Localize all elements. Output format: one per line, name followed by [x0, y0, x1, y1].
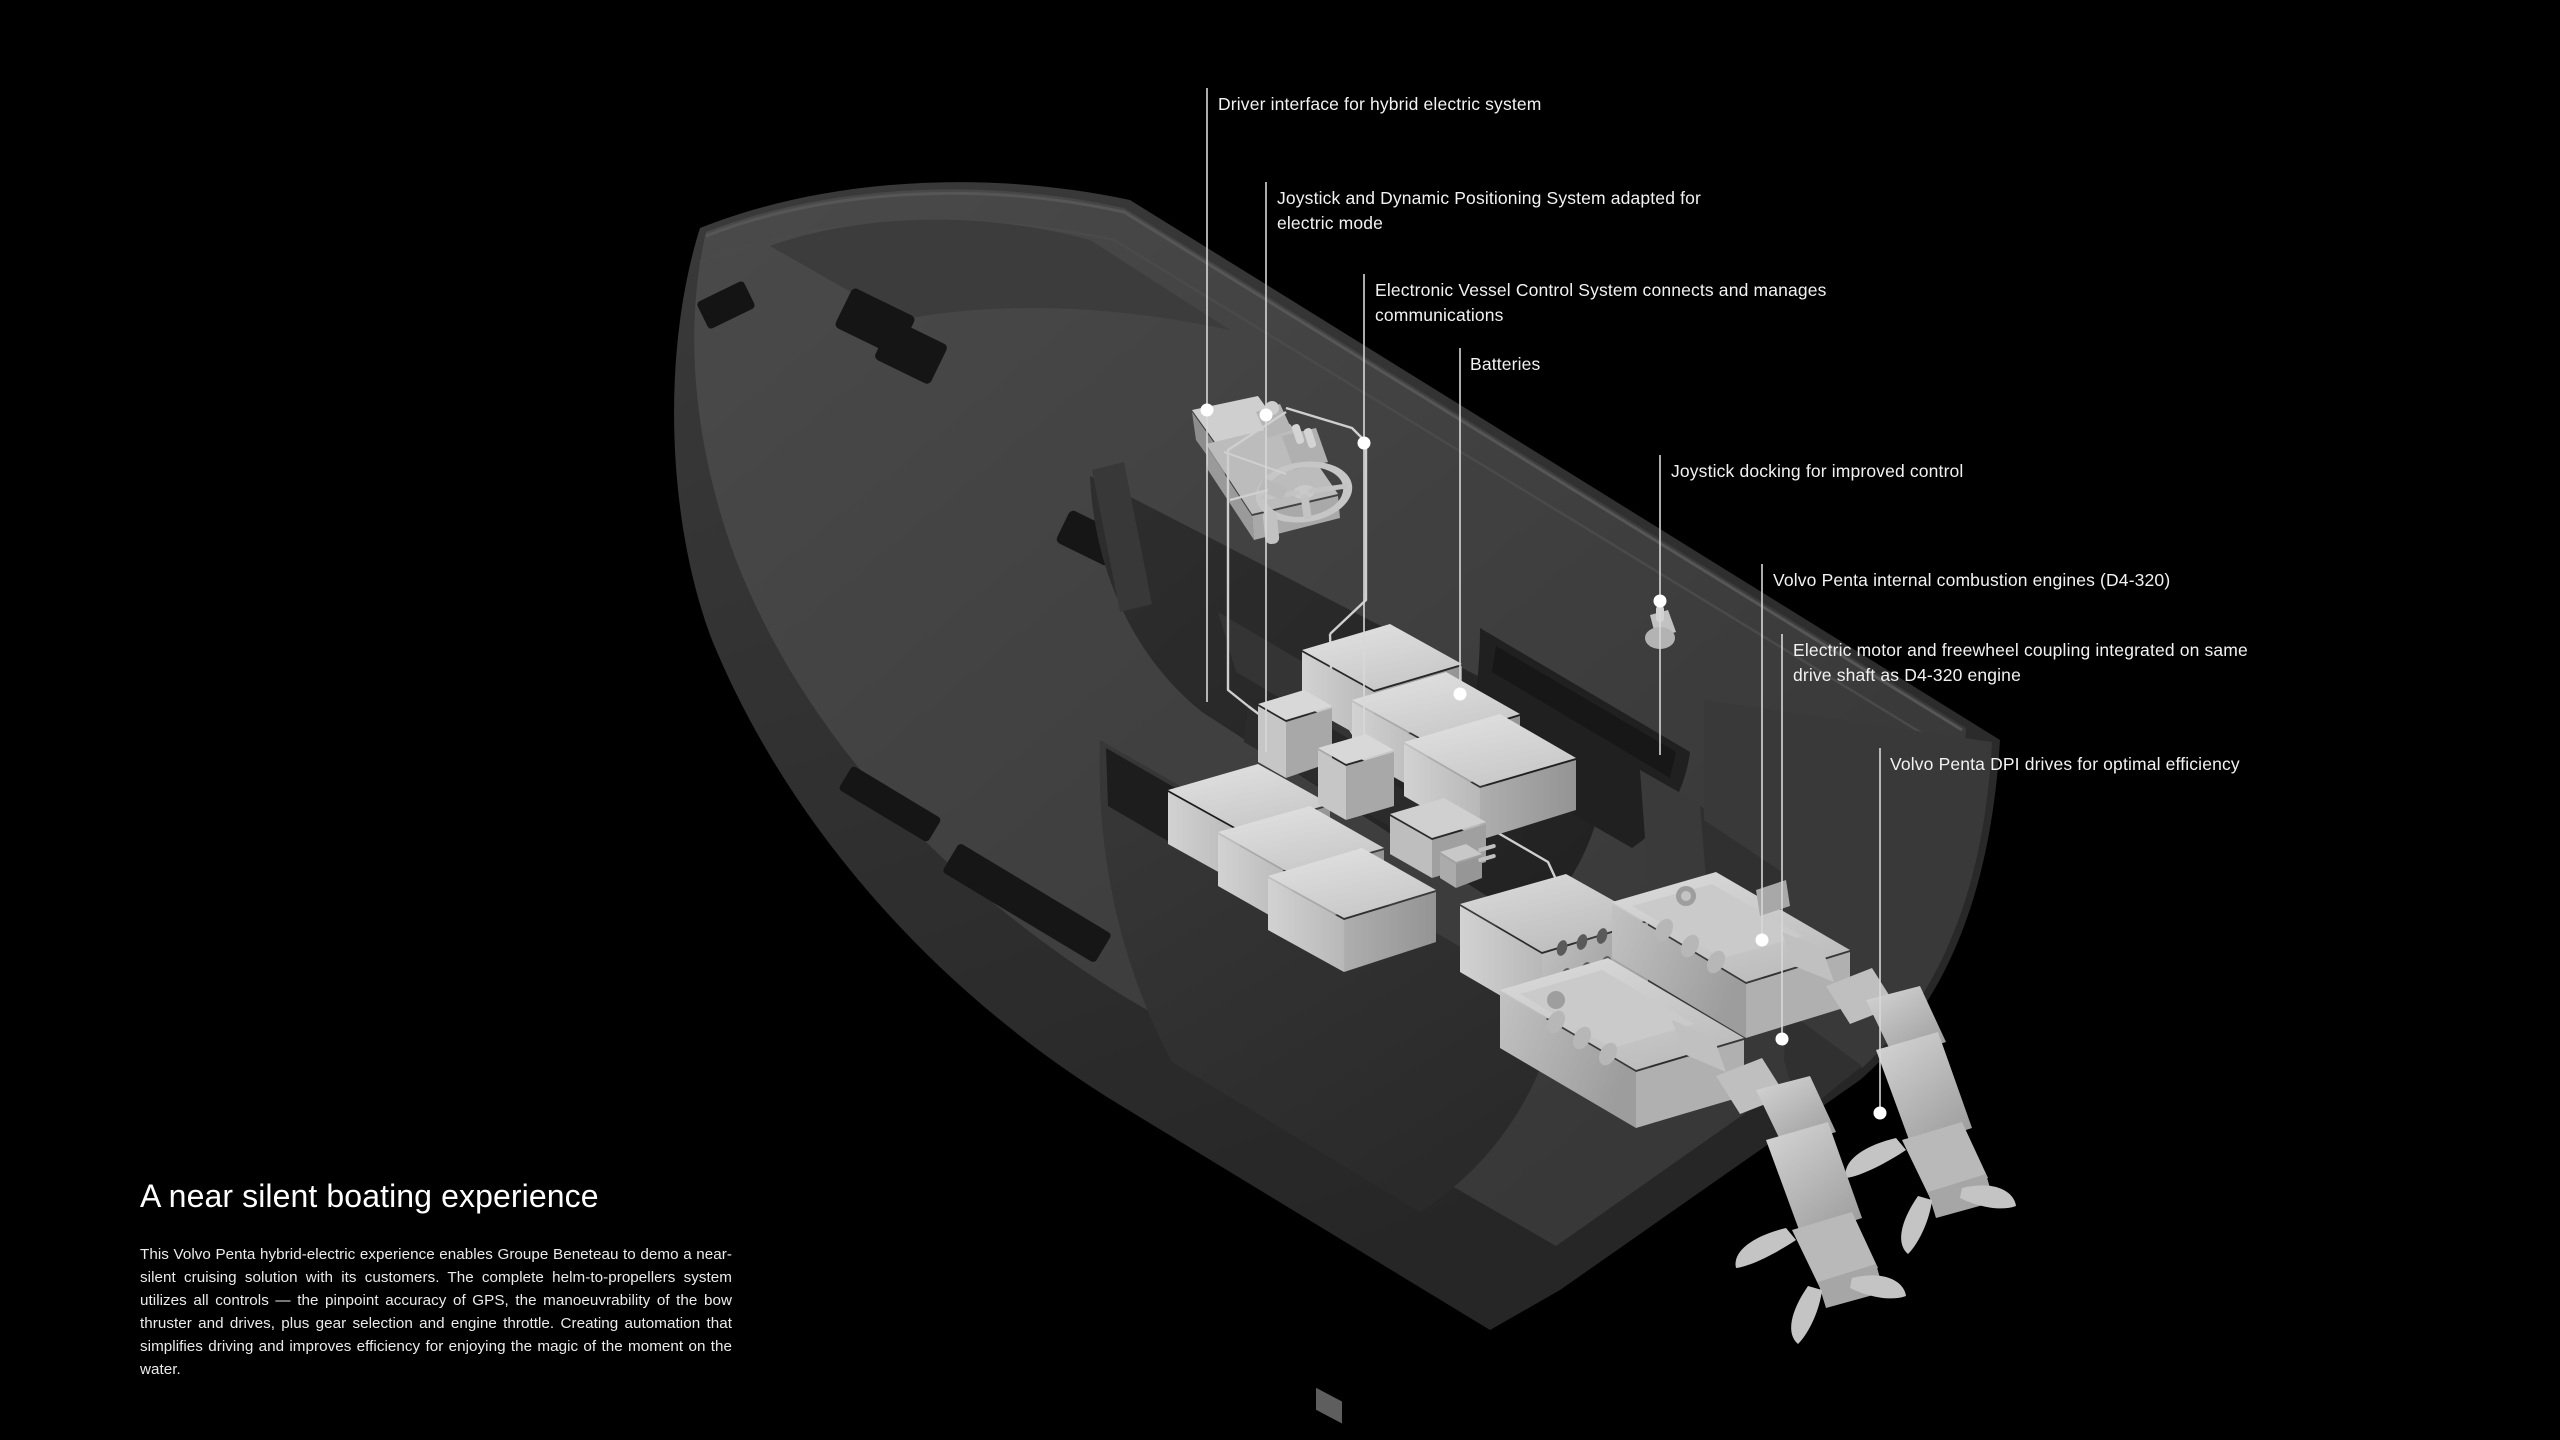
helm-hand-control [1262, 509, 1280, 545]
harness-display-frame [1223, 451, 1287, 475]
callout-label-electric-motor: Electric motor and freewheel coupling in… [1793, 640, 2248, 685]
propeller-port [1735, 1228, 1906, 1344]
converter-right [1346, 752, 1394, 820]
battery-left [1268, 878, 1344, 972]
helm-dash-front [1206, 446, 1254, 540]
drive-lower-bulb [1792, 1212, 1878, 1288]
inverter-left [1258, 706, 1286, 778]
harness-to-wheel [1229, 488, 1269, 502]
engine-valve-cover [1520, 970, 1694, 1048]
engine-exhaust-elbow [1672, 1020, 1726, 1072]
inverter-top [1258, 690, 1332, 720]
bow-hatch-small [697, 281, 755, 329]
dpi-drive-starboard [1845, 986, 2016, 1254]
throttle-lever-2 [1303, 428, 1317, 448]
engine-block-left [1500, 992, 1636, 1128]
junction-pin [1478, 854, 1496, 862]
foredeck-panel [770, 219, 1230, 330]
callout-label-driver-interface: Driver interface for hybrid electric sys… [1218, 94, 1542, 114]
propeller-starboard [1845, 1138, 2016, 1254]
drive-lower-bulb [1902, 1122, 1988, 1198]
battery-right [1480, 760, 1576, 840]
sheer-line [705, 191, 1963, 732]
harness-loop-left [1226, 410, 1287, 707]
dpi-drive-port [1735, 1076, 1906, 1344]
engine-block-left [1612, 904, 1746, 1038]
engines-group [1500, 872, 1896, 1128]
hull-port-1 [839, 766, 941, 842]
drive-leg [1766, 1122, 1862, 1238]
harness-loop-right [1329, 442, 1368, 635]
leader-endpoint-joystick-dps [1259, 408, 1273, 422]
battery-right [1344, 892, 1436, 972]
cockpit-sidewall [1092, 462, 1152, 612]
converter-box [1318, 734, 1394, 820]
caption-block: A near silent boating experience This Vo… [140, 1178, 740, 1381]
engine-starboard [1612, 872, 1896, 1038]
engine-port [1500, 958, 1786, 1128]
page-title: A near silent boating experience [140, 1178, 599, 1214]
leader-endpoint-dpi-drives [1873, 1106, 1887, 1120]
engine-intake-runners [1546, 1010, 1618, 1066]
callout-label-batteries: Batteries [1470, 354, 1541, 374]
engine-intake-runners [1654, 918, 1726, 974]
junction-block [1440, 844, 1496, 888]
junction-pin [1478, 844, 1496, 852]
bms-top [1390, 798, 1486, 838]
junction-side [1456, 856, 1482, 888]
callout-label-combustion-engines: Volvo Penta internal combustion engines … [1773, 570, 2171, 590]
battery-top [1268, 848, 1436, 918]
battery-bank-group [1168, 624, 1576, 1424]
battery-vent [1316, 1387, 1342, 1424]
leader-endpoint-electric-motor [1775, 1032, 1789, 1046]
engine-filler-cap-inner [1681, 891, 1691, 901]
leader-endpoint-joystick-docking [1653, 594, 1667, 608]
transom-recess-inner [1492, 646, 1676, 778]
engine-exhaust-elbow [1782, 932, 1834, 982]
leader-endpoint-batteries [1453, 687, 1467, 701]
hull-port-2 [943, 844, 1111, 962]
drive-leg [1876, 1032, 1972, 1148]
junction-top [1440, 844, 1482, 862]
callout-endpoint-dots [1200, 403, 1887, 1120]
leader-endpoint-driver-interface [1200, 403, 1214, 417]
battery-top [1404, 714, 1576, 786]
junction-body [1440, 854, 1456, 888]
callout-label-joystick-dps: Joystick and Dynamic Positioning System … [1277, 188, 1701, 233]
leader-endpoint-evc-system [1357, 436, 1371, 450]
leader-endpoint-combustion-engines [1755, 933, 1769, 947]
engine-filler-cap [1547, 991, 1565, 1009]
throttle-lever [1291, 424, 1305, 444]
stern-flank [1704, 700, 1992, 1068]
callout-label-dpi-drives: Volvo Penta DPI drives for optimal effic… [1890, 754, 2240, 774]
battery-top [1302, 624, 1462, 690]
inverter-box [1258, 690, 1332, 778]
deck-hatch-2 [875, 320, 947, 384]
callout-label-joystick-docking: Joystick docking for improved control [1671, 461, 1964, 481]
battery-module [1268, 848, 1436, 972]
bms-left [1390, 816, 1432, 878]
callout-label-evc-system: Electronic Vessel Control System connect… [1375, 280, 1827, 325]
steering-wheel [1255, 461, 1353, 523]
dpi-drives-group [1735, 986, 2016, 1344]
throttle-cluster [1282, 428, 1328, 470]
callout-leader-lines [1206, 88, 1881, 1118]
converter-left [1318, 750, 1346, 820]
converter-top [1318, 734, 1394, 764]
caption-body-text: This Volvo Penta hybrid-electric experie… [140, 1245, 732, 1379]
